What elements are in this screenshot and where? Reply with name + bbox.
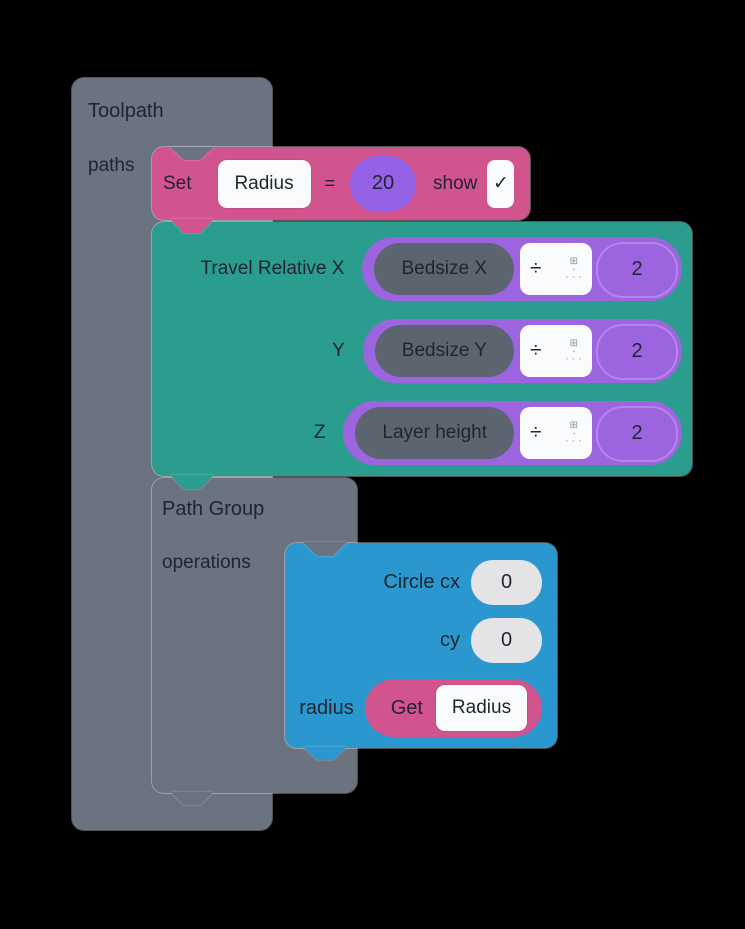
paths-input-label: paths xyxy=(88,155,135,176)
travel-row-z-label: Z xyxy=(313,422,326,444)
circle-cx-row: Circle cx 0 xyxy=(285,560,542,605)
connection-tab xyxy=(170,475,214,489)
set-keyword-label: Set xyxy=(163,172,192,194)
travel-row-z: Z Layer height ÷ ⊞ ▪ ◦ ◦ ◦ 2 xyxy=(152,401,682,465)
variable-getter-pill[interactable]: Layer height xyxy=(355,407,514,459)
operator-menu-icon: ⊞ ▪ ◦ ◦ ◦ xyxy=(565,338,582,364)
variable-getter-pill[interactable]: Bedsize X xyxy=(374,243,514,295)
operator-dropdown[interactable]: ÷ ⊞ ▪ ◦ ◦ ◦ xyxy=(520,325,592,377)
show-checkbox[interactable]: ✓ xyxy=(487,159,515,208)
operator-menu-icon: ⊞ ▪ ◦ ◦ ◦ xyxy=(565,420,582,446)
connection-tab xyxy=(170,792,214,805)
toolpath-title: Toolpath xyxy=(88,100,164,122)
circle-cx-label: Circle cx xyxy=(383,571,460,593)
divide-operator-label: ÷ xyxy=(530,421,542,444)
variable-name-field[interactable]: Radius xyxy=(217,159,311,208)
show-label: show xyxy=(433,172,478,194)
get-keyword-label: Get xyxy=(390,696,423,719)
operator-menu-icon: ⊞ ▪ ◦ ◦ ◦ xyxy=(565,256,582,282)
get-variable-block[interactable]: Get Radius xyxy=(364,679,542,737)
divide-operator-label: ÷ xyxy=(530,257,542,280)
circle-cy-label: cy xyxy=(440,628,460,651)
operations-input-label: operations xyxy=(162,552,251,573)
travel-relative-block[interactable]: Travel Relative X Bedsize X ÷ ⊞ ▪ ◦ ◦ ◦ … xyxy=(152,222,692,476)
circle-block[interactable]: Circle cx 0 cy 0 radius Get Radius xyxy=(285,543,557,748)
math-expression-block[interactable]: Bedsize Y ÷ ⊞ ▪ ◦ ◦ ◦ 2 xyxy=(362,319,682,383)
connection-tab xyxy=(170,219,214,233)
path-group-title: Path Group xyxy=(162,498,265,520)
set-variable-block[interactable]: Set Radius = 20 show ✓ xyxy=(152,147,530,220)
cy-value-field[interactable]: 0 xyxy=(471,617,542,663)
cx-value-field[interactable]: 0 xyxy=(471,560,542,605)
connection-tab xyxy=(303,542,347,556)
operator-dropdown[interactable]: ÷ ⊞ ▪ ◦ ◦ ◦ xyxy=(520,407,592,459)
value-input-field[interactable]: 20 xyxy=(350,155,417,212)
variable-getter-pill[interactable]: Bedsize Y xyxy=(374,325,514,377)
divisor-value-field[interactable]: 2 xyxy=(592,237,682,301)
connection-tab xyxy=(170,147,214,160)
circle-radius-row: radius Get Radius xyxy=(285,678,542,738)
travel-row-x: Travel Relative X Bedsize X ÷ ⊞ ▪ ◦ ◦ ◦ … xyxy=(152,237,682,301)
travel-row-y: Y Bedsize Y ÷ ⊞ ▪ ◦ ◦ ◦ 2 xyxy=(152,319,682,383)
divide-operator-label: ÷ xyxy=(530,339,542,362)
travel-row-x-label: Travel Relative X xyxy=(200,258,345,280)
travel-row-y-label: Y xyxy=(332,340,345,362)
get-variable-field[interactable]: Radius xyxy=(436,685,527,731)
connection-tab xyxy=(303,747,347,760)
radius-label: radius xyxy=(299,696,354,719)
math-expression-block[interactable]: Bedsize X ÷ ⊞ ▪ ◦ ◦ ◦ 2 xyxy=(362,237,682,301)
operator-dropdown[interactable]: ÷ ⊞ ▪ ◦ ◦ ◦ xyxy=(520,243,592,295)
divisor-value-field[interactable]: 2 xyxy=(592,401,682,465)
equals-label: = xyxy=(324,173,336,194)
divisor-value-field[interactable]: 2 xyxy=(592,319,682,383)
circle-cy-row: cy 0 xyxy=(285,617,542,663)
math-expression-block[interactable]: Layer height ÷ ⊞ ▪ ◦ ◦ ◦ 2 xyxy=(343,401,682,465)
